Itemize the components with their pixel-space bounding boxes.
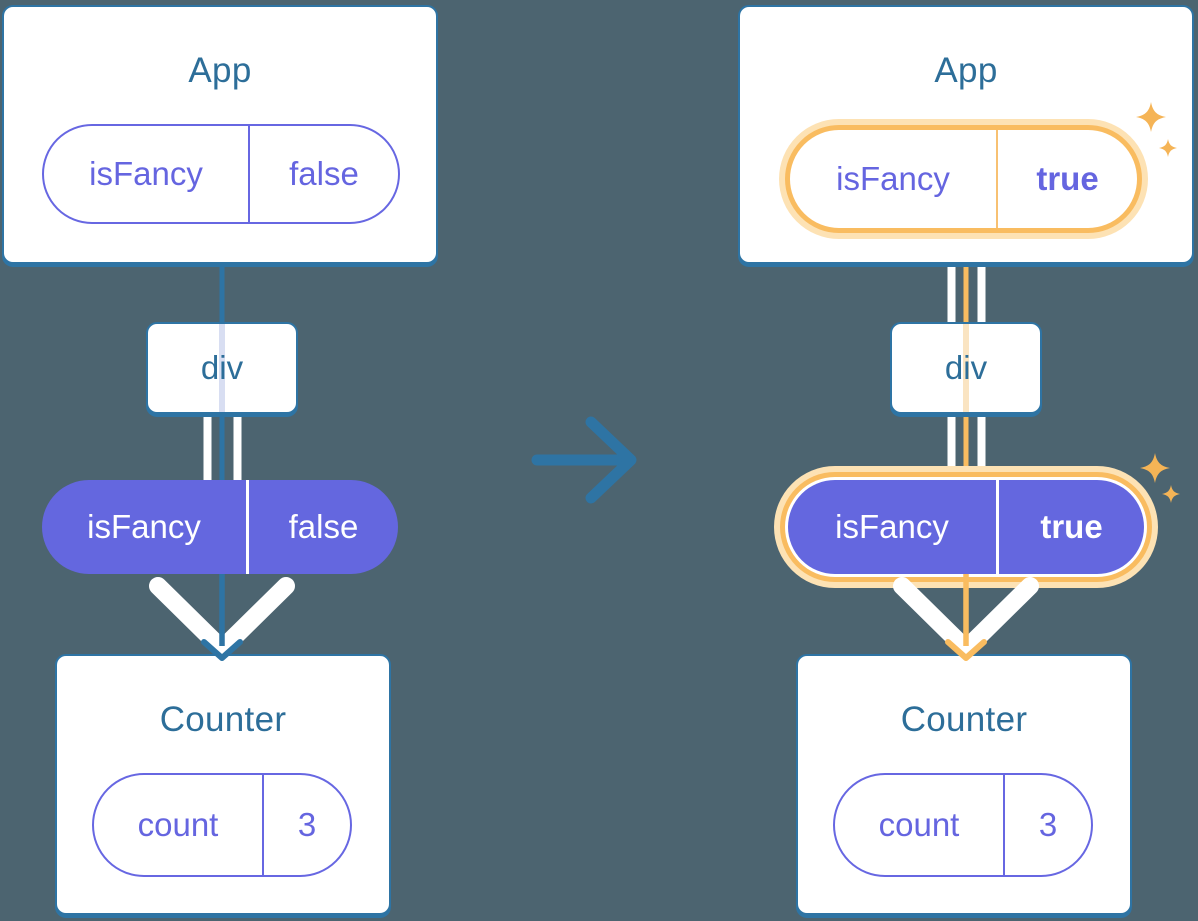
div-node-right: div bbox=[890, 322, 1042, 414]
state-pill-isfancy-left: isFancy false bbox=[42, 124, 400, 224]
edge-flank-left-2 bbox=[233, 412, 242, 484]
state-value: true bbox=[1036, 160, 1099, 197]
pill-divider bbox=[1003, 775, 1005, 875]
app-card-right: App isFancy true bbox=[738, 5, 1194, 264]
pill-divider bbox=[248, 126, 250, 222]
edge-flank-left-1 bbox=[203, 412, 212, 484]
div-label: div bbox=[944, 349, 988, 386]
state-value: 3 bbox=[297, 806, 317, 843]
prop-value: true bbox=[1040, 508, 1103, 545]
state-value: 3 bbox=[1038, 806, 1058, 843]
state-key: count bbox=[878, 806, 960, 843]
div-node-left: div bbox=[146, 322, 298, 414]
div-label: div bbox=[200, 349, 244, 386]
pass-through-line bbox=[219, 324, 225, 412]
prop-value: false bbox=[288, 508, 359, 545]
state-pill-isfancy-right-highlighted: isFancy true bbox=[785, 125, 1142, 233]
prop-key: isFancy bbox=[87, 508, 201, 545]
app-title: App bbox=[188, 51, 252, 90]
app-title: App bbox=[934, 51, 998, 90]
counter-title: Counter bbox=[159, 700, 287, 739]
pill-divider bbox=[262, 775, 264, 875]
state-pill-count-right: count 3 bbox=[833, 773, 1093, 877]
state-key: count bbox=[137, 806, 219, 843]
pill-divider bbox=[996, 480, 999, 574]
counter-card-left: Counter count 3 bbox=[55, 654, 391, 915]
prop-pill-isfancy-left: isFancy false bbox=[42, 480, 398, 574]
state-pill-count-left: count 3 bbox=[92, 773, 352, 877]
counter-card-right: Counter count 3 bbox=[796, 654, 1132, 915]
state-key: isFancy bbox=[836, 160, 950, 197]
prop-pill-isfancy-right-highlighted: isFancy true bbox=[788, 480, 1144, 574]
pass-through-line bbox=[963, 324, 969, 412]
app-card-left: App isFancy false bbox=[2, 5, 438, 264]
counter-title: Counter bbox=[900, 700, 1028, 739]
state-key: isFancy bbox=[89, 155, 203, 192]
prop-key: isFancy bbox=[835, 508, 949, 545]
pill-divider bbox=[246, 480, 249, 574]
pill-divider bbox=[996, 130, 998, 228]
state-value: false bbox=[289, 155, 359, 192]
